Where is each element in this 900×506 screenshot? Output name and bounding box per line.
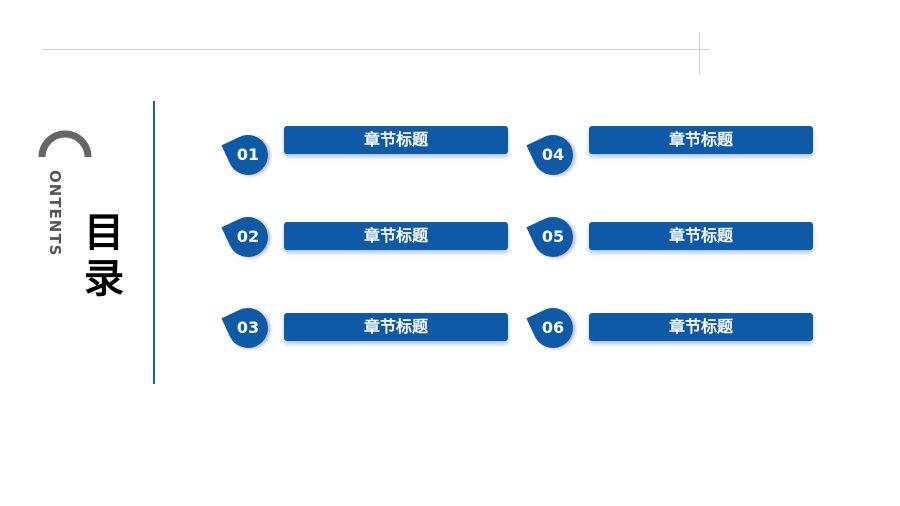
contents-label: ONTENTS xyxy=(46,170,64,257)
page-title: 目录 xyxy=(84,210,124,302)
item-number: 03 xyxy=(236,318,260,337)
item-number: 01 xyxy=(236,145,260,164)
chapter-title-button[interactable]: 章节标题 xyxy=(589,222,813,250)
chapter-title-button[interactable]: 章节标题 xyxy=(589,313,813,341)
chapter-title-button[interactable]: 章节标题 xyxy=(589,126,813,154)
chapter-title-button[interactable]: 章节标题 xyxy=(284,126,508,154)
top-tick-divider xyxy=(699,32,700,74)
chapter-title-button[interactable]: 章节标题 xyxy=(284,313,508,341)
item-number: 05 xyxy=(541,227,565,246)
item-number: 06 xyxy=(541,318,565,337)
top-divider xyxy=(42,49,710,50)
item-number: 02 xyxy=(236,227,260,246)
chapter-title-button[interactable]: 章节标题 xyxy=(284,222,508,250)
c-letter-arc xyxy=(38,130,92,158)
vertical-accent-line xyxy=(153,101,155,384)
item-number: 04 xyxy=(541,145,565,164)
